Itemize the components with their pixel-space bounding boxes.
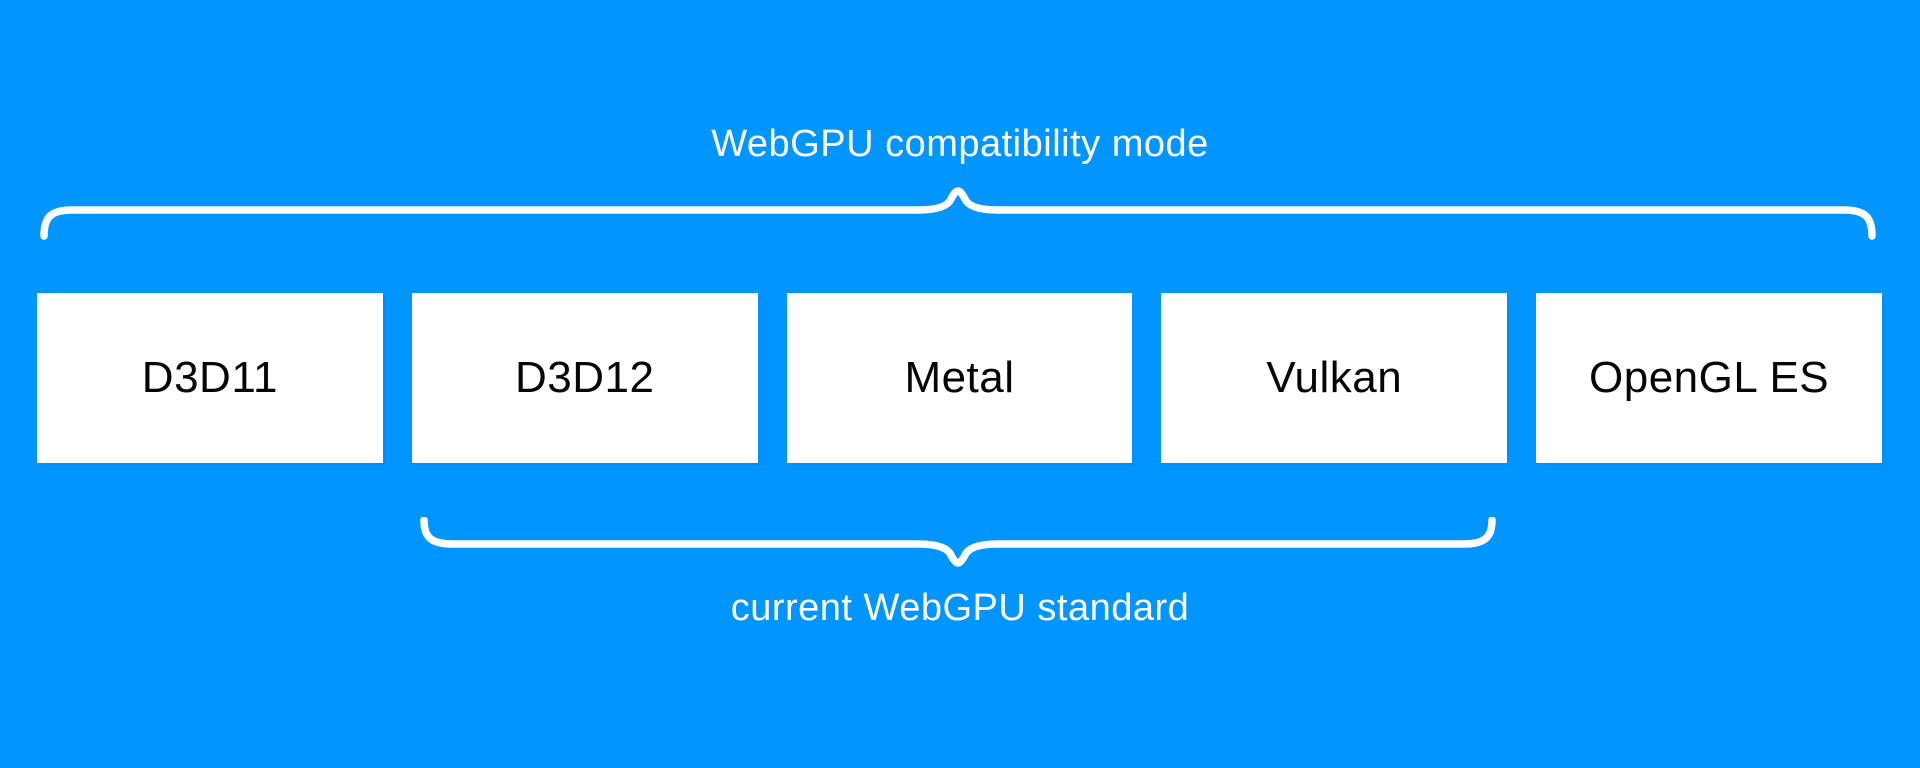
top-curly-brace	[40, 187, 1876, 240]
api-boxes-row: D3D11 D3D12 Metal Vulkan OpenGL ES	[37, 293, 1882, 463]
api-box-vulkan: Vulkan	[1161, 293, 1508, 463]
top-brace-label: WebGPU compatibility mode	[711, 123, 1209, 165]
api-box-label: OpenGL ES	[1589, 353, 1830, 402]
bottom-brace-label: current WebGPU standard	[730, 587, 1190, 629]
api-box-label: Metal	[904, 353, 1015, 402]
api-box-metal: Metal	[786, 293, 1133, 463]
api-box-opengl-es: OpenGL ES	[1536, 293, 1882, 463]
bottom-curly-brace	[420, 517, 1496, 567]
api-box-d3d11: D3D11	[37, 293, 383, 463]
api-box-d3d12: D3D12	[411, 293, 758, 463]
api-box-label: D3D12	[514, 353, 655, 402]
api-box-label: D3D11	[141, 353, 278, 402]
api-box-label: Vulkan	[1266, 353, 1403, 402]
